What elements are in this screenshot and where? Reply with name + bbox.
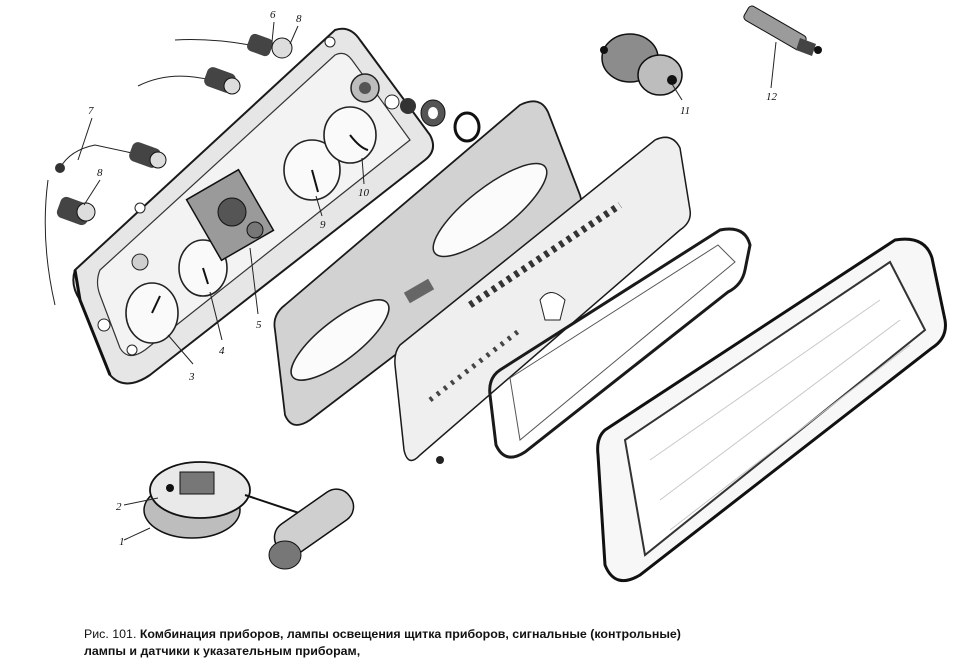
oil-pressure-gauge-4	[178, 239, 228, 297]
warning-light-11	[600, 33, 683, 96]
callout-10: 10	[358, 187, 370, 199]
callout-3: 3	[188, 371, 195, 383]
caption-line-1: Рис. 101. Комбинация приборов, лампы осв…	[84, 626, 944, 643]
callout-8-lower: 8	[97, 167, 103, 179]
caption-line-2: лампы и датчики к указательным приборам,	[84, 644, 361, 658]
glass-frame-outer	[596, 237, 947, 583]
temperature-gauge-10	[323, 106, 377, 164]
fuel-level-sensor	[143, 461, 355, 570]
callout-8-upper: 8	[296, 13, 302, 25]
exploded-instrument-cluster-drawing: 1 2 3 4 5 6 7 8 8 9 10 11 12	[44, 5, 947, 583]
callout-9: 9	[320, 219, 326, 231]
callout-1: 1	[119, 536, 125, 548]
glass-frame-inner	[488, 227, 752, 459]
ammeter-9	[283, 139, 341, 201]
rubber-ring	[420, 99, 481, 143]
callout-7: 7	[88, 105, 94, 117]
lamp-socket-mid	[204, 67, 241, 95]
lamp-socket-8-lower	[56, 196, 96, 226]
leader-lines	[77, 21, 777, 541]
callout-numbers: 1 2 3 4 5 6 7 8 8 9 10 11 12	[88, 9, 778, 548]
callout-12: 12	[766, 91, 778, 103]
fuel-gauge-3	[125, 282, 179, 344]
sensor-12	[743, 5, 822, 56]
callout-11: 11	[680, 105, 690, 117]
dial-scale-plate	[394, 136, 692, 464]
callout-4: 4	[219, 345, 225, 357]
lamp-socket-7	[129, 142, 167, 169]
lamp-socket-6	[247, 33, 293, 59]
callout-6: 6	[270, 9, 276, 21]
instrument-mask-panel	[273, 100, 583, 426]
sensor-float	[268, 488, 355, 570]
speedometer-mechanism-5	[185, 168, 275, 262]
callout-2: 2	[116, 501, 122, 513]
callout-5: 5	[256, 319, 262, 331]
caption-figure-number: Рис. 101.	[84, 627, 137, 641]
caption-title-text: Комбинация приборов, лампы освещения щит…	[139, 627, 681, 641]
lamp-wiring	[44, 33, 293, 306]
figure-caption: Рис. 101. Комбинация приборов, лампы осв…	[84, 626, 944, 660]
